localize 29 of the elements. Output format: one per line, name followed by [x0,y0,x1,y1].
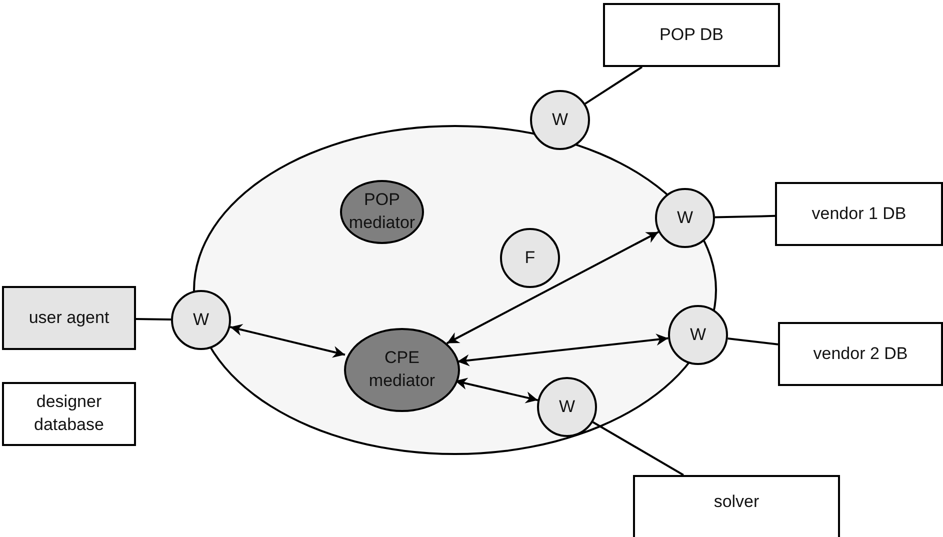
node-label: POP DB [660,24,724,46]
node-label: vendor 1 DB [812,202,906,225]
connector-line [584,66,643,105]
node-label: W [192,308,210,331]
node-label: solver [714,491,760,513]
node-label: W [676,206,694,229]
box [778,322,943,386]
node-label: vendor 2 DB [813,342,908,365]
node-label: POP mediator [348,189,416,234]
node-label: CPE mediator [368,347,436,392]
arrow [454,378,538,404]
box [775,182,943,246]
box [2,286,136,350]
box [633,475,840,537]
box [603,3,780,67]
connector-line [714,214,776,218]
arrow [446,231,659,344]
connector-line [136,318,172,321]
node-label: user agent [28,306,110,329]
arrow [230,324,346,358]
node-label: W [690,324,706,346]
connector-line [592,421,684,476]
arrow [457,334,668,366]
box [2,382,136,446]
node-label: W [558,396,576,418]
connector-line [728,338,778,346]
node-label: W [552,108,568,131]
node-label: designer database [33,391,105,436]
node-label: F [524,246,536,269]
